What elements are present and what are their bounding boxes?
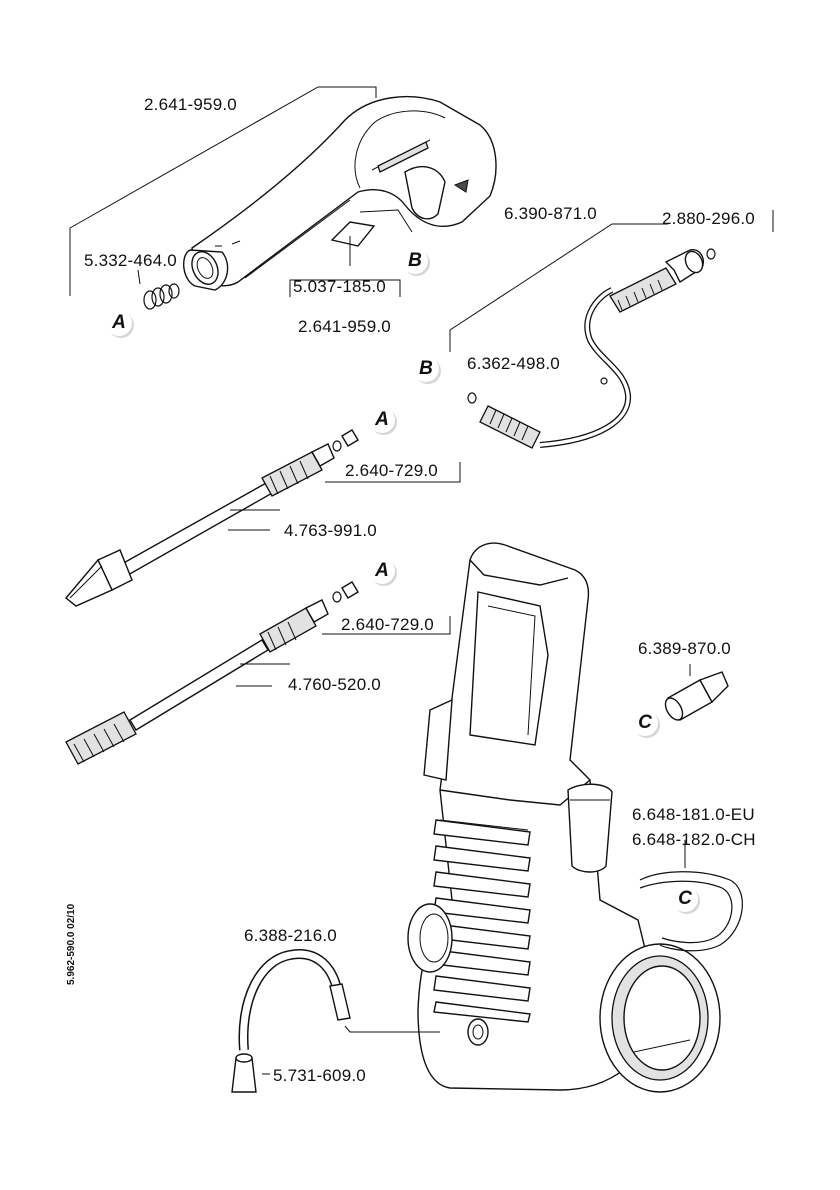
part-number-lance-1-fitting: 2.640-729.0	[345, 461, 438, 480]
part-number-lance-2-fitting: 2.640-729.0	[341, 615, 434, 634]
lance-1-drawing	[65, 429, 359, 607]
callout-a-lance-2: A	[369, 558, 395, 584]
part-number-lance-2: 4.760-520.0	[288, 675, 381, 694]
clip-bracket-line	[289, 279, 401, 297]
part-number-hose: 6.390-871.0	[504, 204, 597, 223]
document-number: 5.962-590.0 02/10	[66, 903, 77, 985]
callout-b-gun: B	[402, 248, 428, 274]
part-number-gun-clip: 5.037-185.0	[293, 277, 386, 296]
spray-gun-drawing	[183, 95, 497, 291]
part-number-gun-kit: 2.641-959.0	[298, 317, 391, 336]
part-number-gun-assembly: 2.641-959.0	[144, 95, 237, 114]
lance-2-fitting-bracket-line	[322, 616, 451, 635]
gun-orings-drawing	[143, 283, 180, 310]
hose-drawing	[467, 248, 716, 449]
lance-2-leader-line	[236, 663, 290, 687]
lance-1-leader-line	[228, 509, 280, 531]
part-number-lance-1: 4.763-991.0	[284, 521, 377, 540]
suction-hose-leader-line	[344, 1025, 440, 1033]
callout-c-coupling: C	[632, 710, 658, 736]
callout-a-lance-1: A	[369, 407, 395, 433]
pressure-washer-body-drawing	[407, 542, 743, 1093]
coupling-drawing	[664, 671, 729, 721]
callout-a-gun: A	[106, 310, 132, 336]
callout-b-hose: B	[413, 356, 439, 382]
part-number-hose-oring: 2.880-296.0	[662, 209, 755, 228]
part-number-hose-end-oring: 6.362-498.0	[467, 354, 560, 373]
part-number-supply-hose-eu: 6.648-181.0-EU	[632, 805, 755, 824]
lance-2-drawing	[65, 581, 359, 765]
oring-leader-line	[137, 269, 141, 285]
part-number-supply-hose-ch: 6.648-182.0-CH	[632, 830, 756, 849]
lance-1-fitting-bracket-line	[325, 462, 461, 483]
hose-bracket-line	[449, 223, 668, 352]
part-number-filter: 5.731-609.0	[273, 1066, 366, 1085]
part-number-gun-oring: 5.332-464.0	[84, 251, 177, 270]
gun-bracket-line	[69, 86, 377, 296]
callout-c-hose: C	[672, 886, 698, 912]
part-number-garden-coupling: 6.389-870.0	[638, 639, 731, 658]
part-number-suction-hose: 6.388-216.0	[244, 926, 337, 945]
suction-hose-drawing	[231, 949, 351, 1093]
